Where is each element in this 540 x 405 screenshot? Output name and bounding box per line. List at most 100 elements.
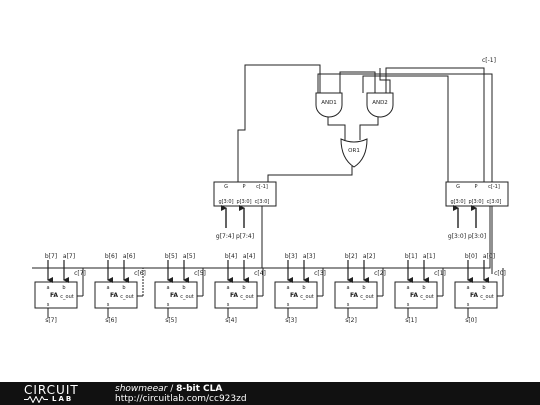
fa-pin-s: s (347, 302, 350, 308)
fa-pin-a: a (46, 285, 49, 291)
resistor-icon (24, 396, 48, 403)
fa-pin-s: s (107, 302, 110, 308)
fa-pin-cout: c_out (240, 294, 253, 300)
fa-sum-label: s[1] (405, 317, 417, 324)
fa-input-a-label: a[6] (123, 253, 135, 260)
fa-pin-b: b (182, 285, 185, 291)
fa-pin-a: a (286, 285, 289, 291)
fa-input-b-label: b[3] (285, 253, 297, 260)
fa-pin-s: s (407, 302, 410, 308)
fa-input-a-label: a[3] (303, 253, 315, 260)
fa-input-b-label: b[4] (225, 253, 237, 260)
cla-input-label: g[3:0] p[3:0] (448, 233, 486, 240)
cla-input-label: g[7:4] p[7:4] (216, 233, 254, 240)
fa-pin-s: s (287, 302, 290, 308)
cla-pin-top: c[-1] (488, 184, 500, 190)
fa-pin-cout: c_out (420, 294, 433, 300)
full-adder-block (334, 281, 378, 309)
fa-sum-label: s[0] (465, 317, 477, 324)
fa-pin-cout: c_out (360, 294, 373, 300)
fa-carry-label: c[7] (74, 270, 86, 277)
cla-pin-top: G (224, 184, 228, 190)
fa-label: FA (110, 292, 118, 299)
circuitlab-logo[interactable]: CIRCUIT (24, 383, 79, 397)
fa-pin-s: s (167, 302, 170, 308)
fa-pin-cout: c_out (180, 294, 193, 300)
gate-or1 (340, 138, 368, 168)
gate-label: AND2 (372, 100, 388, 106)
full-adder-block (34, 281, 78, 309)
gate-label: OR1 (348, 148, 360, 154)
full-adder-block (274, 281, 318, 309)
fa-input-b-label: b[7] (45, 253, 57, 260)
cla-pin-top: c[-1] (256, 184, 268, 190)
gate-and1 (315, 92, 343, 118)
fa-pin-b: b (422, 285, 425, 291)
fa-pin-b: b (242, 285, 245, 291)
fa-pin-b: b (122, 285, 125, 291)
fa-sum-label: s[5] (165, 317, 177, 324)
fa-input-b-label: b[6] (105, 253, 117, 260)
circuit-title: 8-bit CLA (176, 384, 223, 394)
fa-input-a-label: a[1] (423, 253, 435, 260)
circuit-url[interactable]: http://circuitlab.com/cc923zd (115, 394, 247, 404)
fa-input-a-label: a[2] (363, 253, 375, 260)
wires (32, 64, 493, 274)
fa-carry-label: c[6] (134, 270, 146, 277)
fa-label: FA (290, 292, 298, 299)
fa-carry-label: c[5] (194, 270, 206, 277)
author-link[interactable]: showmeear (115, 384, 168, 394)
fa-input-b-label: b[1] (405, 253, 417, 260)
gate-and2 (366, 92, 394, 118)
cla-pin-bottom: c[3:0] (255, 199, 270, 205)
fa-pin-a: a (346, 285, 349, 291)
fa-pin-s: s (227, 302, 230, 308)
full-adder-block (214, 281, 258, 309)
carry-in-label: c[-1] (482, 57, 496, 64)
fa-pin-cout: c_out (480, 294, 493, 300)
fa-pin-a: a (226, 285, 229, 291)
fa-label: FA (230, 292, 238, 299)
fa-carry-label: c[0] (494, 270, 506, 277)
cla-block (445, 181, 509, 207)
full-adder-block (454, 281, 498, 309)
fa-pin-s: s (467, 302, 470, 308)
fa-carry-label: c[1] (434, 270, 446, 277)
fa-label: FA (470, 292, 478, 299)
fa-pin-b: b (62, 285, 65, 291)
fa-label: FA (410, 292, 418, 299)
cla-pin-bottom: p[3:0] (468, 199, 483, 205)
fa-input-a-label: a[4] (243, 253, 255, 260)
fa-pin-cout: c_out (60, 294, 73, 300)
fa-pin-cout: c_out (120, 294, 133, 300)
fa-sum-label: s[3] (285, 317, 297, 324)
cla-pin-bottom: c[3:0] (487, 199, 502, 205)
cla-pin-bottom: g[3:0] (450, 199, 465, 205)
fa-label: FA (350, 292, 358, 299)
circuit-byline: showmeear / 8-bit CLA (115, 384, 222, 394)
fa-sum-label: s[4] (225, 317, 237, 324)
cla-pin-top: G (456, 184, 460, 190)
fa-carry-label: c[2] (374, 270, 386, 277)
cla-pin-bottom: p[3:0] (236, 199, 251, 205)
fa-pin-a: a (466, 285, 469, 291)
fa-pin-a: a (166, 285, 169, 291)
cla-pin-bottom: g[3:0] (218, 199, 233, 205)
fa-pin-b: b (482, 285, 485, 291)
fa-pin-s: s (47, 302, 50, 308)
fa-input-a-label: a[5] (183, 253, 195, 260)
fa-input-a-label: a[7] (63, 253, 75, 260)
fa-carry-label: c[4] (254, 270, 266, 277)
full-adder-block (154, 281, 198, 309)
byline-separator: / (167, 384, 177, 394)
fa-pin-a: a (406, 285, 409, 291)
fa-input-b-label: b[5] (165, 253, 177, 260)
fa-label: FA (170, 292, 178, 299)
fa-input-b-label: b[2] (345, 253, 357, 260)
fa-input-b-label: b[0] (465, 253, 477, 260)
fa-input-a-label: a[0] (483, 253, 495, 260)
full-adder-block (394, 281, 438, 309)
fa-pin-a: a (106, 285, 109, 291)
fa-label: FA (50, 292, 58, 299)
full-adder-block (94, 281, 138, 309)
